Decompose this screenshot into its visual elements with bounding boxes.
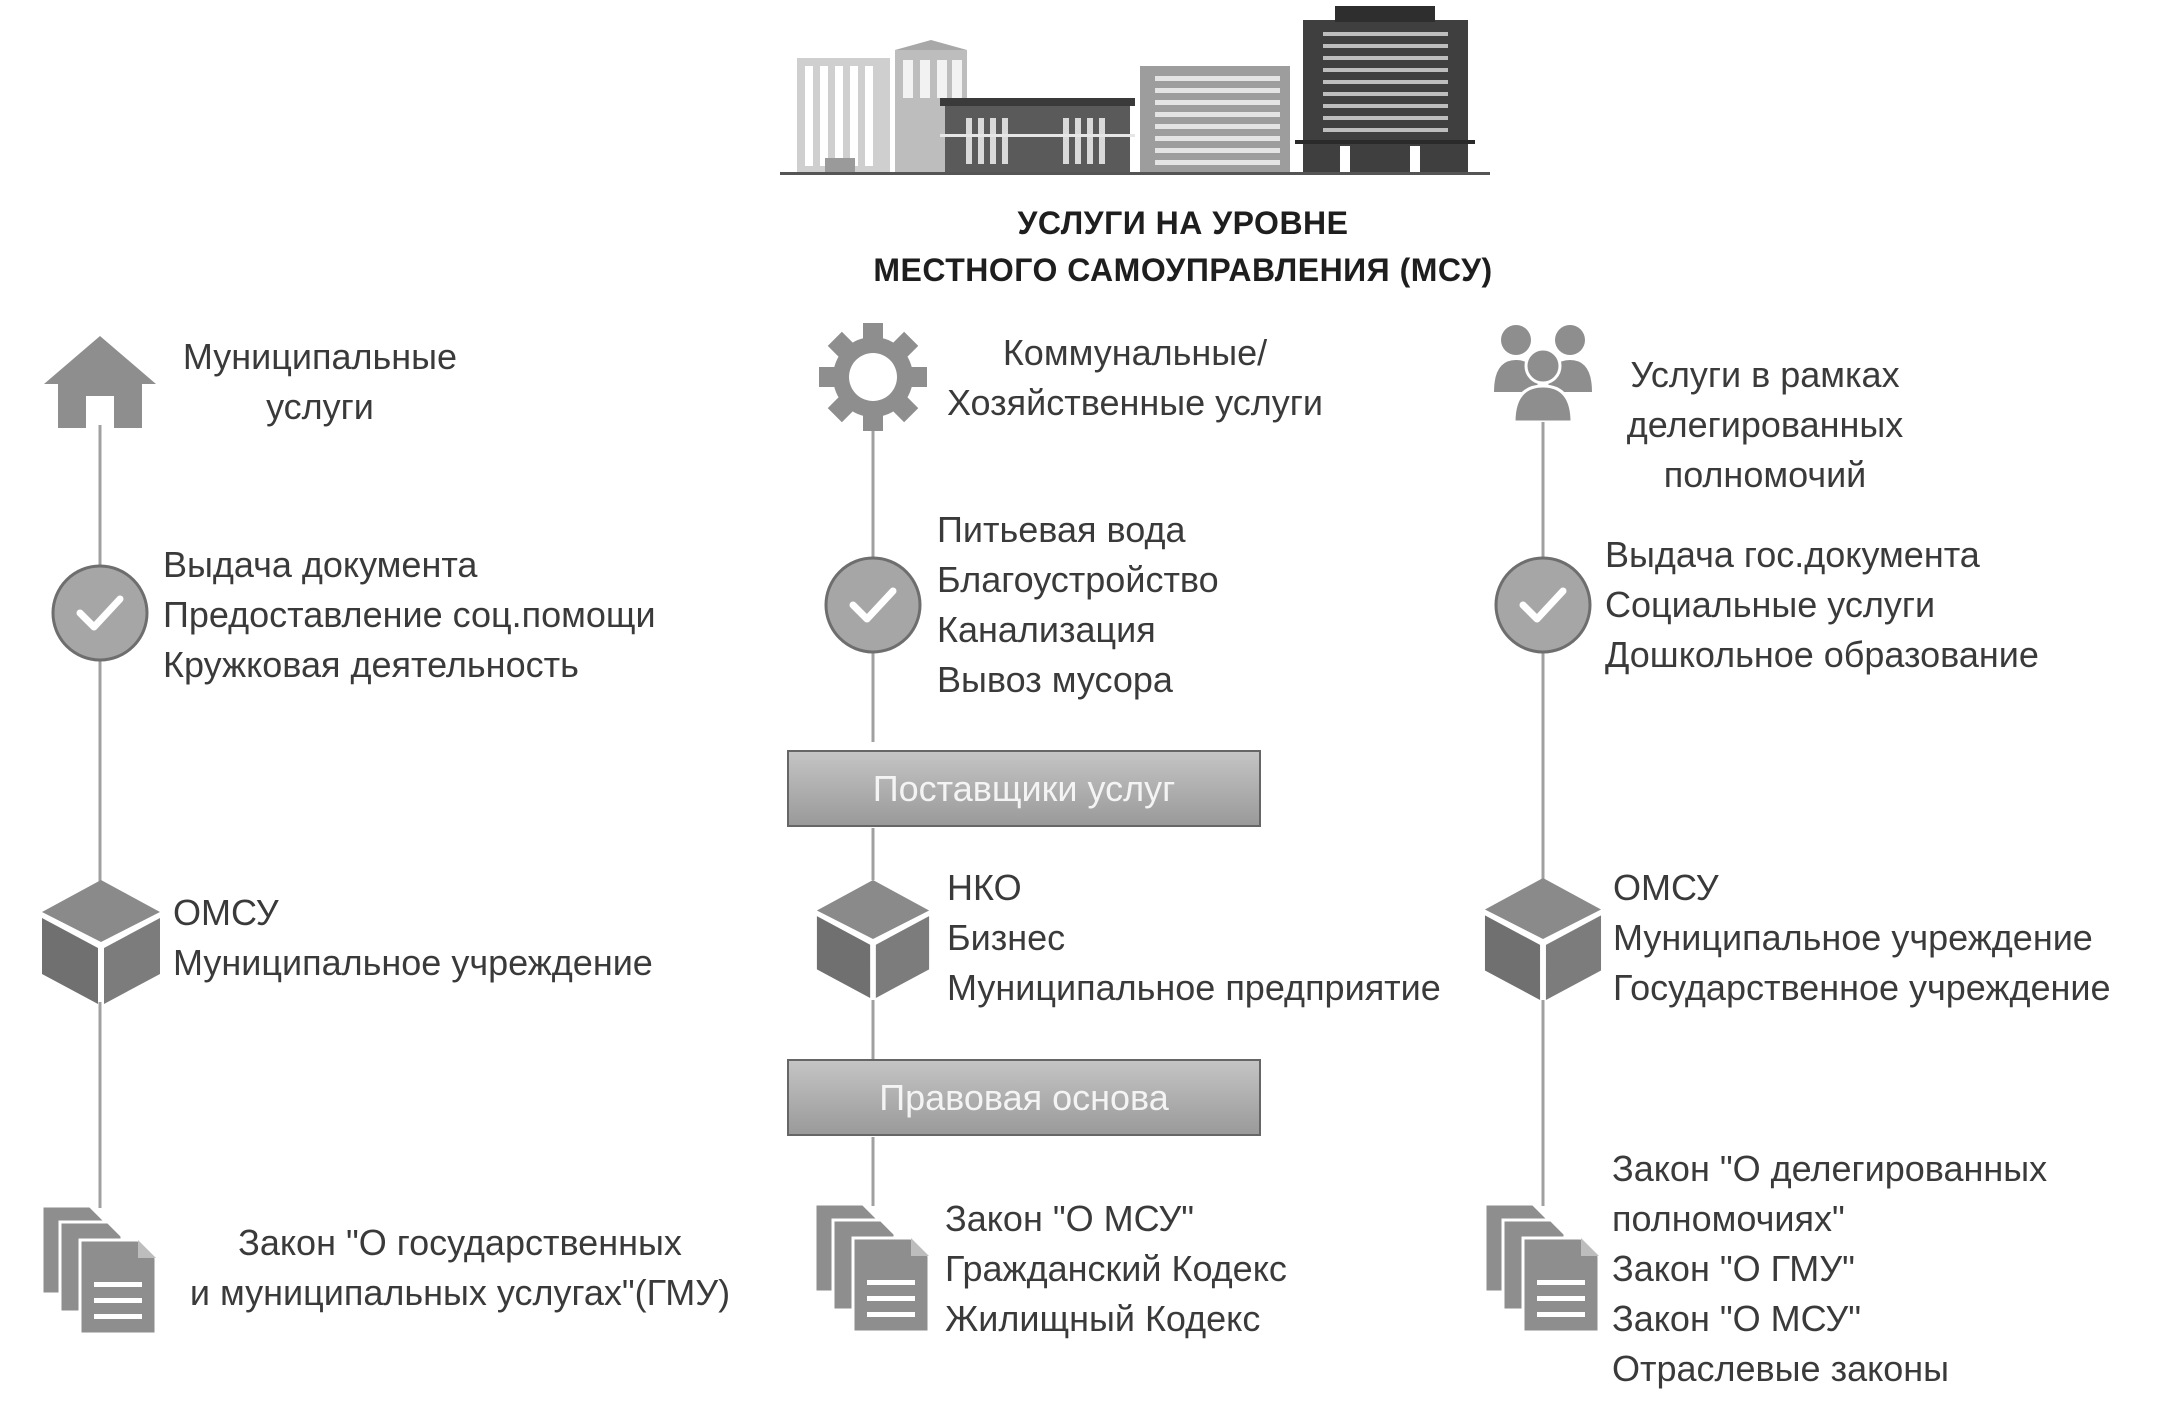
list-item: Государственное учреждение	[1613, 967, 2111, 1008]
providers-band: Поставщики услуг	[787, 750, 1261, 827]
col1-laws: Закон "О государственных и муниципальных…	[165, 1218, 755, 1318]
list-item: Закон "О ГМУ"	[1612, 1248, 1855, 1289]
list-item: ОМСУ	[1613, 867, 1719, 908]
list-item: Выдача гос.документа	[1605, 534, 1980, 575]
title-line-2: МЕСТНОГО САМОУПРАВЛЕНИЯ (МСУ)	[873, 252, 1493, 288]
list-item: Канализация	[937, 609, 1156, 650]
list-item: Муниципальное учреждение	[173, 942, 653, 983]
list-item: Закон "О МСУ"	[1612, 1298, 1862, 1339]
col3-heading: Услуги в рамках делегированных полномочи…	[1626, 354, 1904, 495]
list-item: Предоставление соц.помощи	[163, 594, 656, 635]
list-item: Питьевая вода	[937, 509, 1186, 550]
diagram-title: УСЛУГИ НА УРОВНЕ МЕСТНОГО САМОУПРАВЛЕНИЯ…	[683, 200, 1683, 294]
house-icon	[44, 336, 156, 428]
list-item: Кружковая деятельность	[163, 644, 579, 685]
cube-icon	[1484, 878, 1602, 1000]
documents-icon	[40, 1204, 158, 1336]
list-item: Жилищный Кодекс	[945, 1298, 1261, 1339]
list-item: полномочиях"	[1612, 1198, 1845, 1239]
documents-icon	[813, 1202, 931, 1334]
col3-laws: Закон "О делегированных полномочиях" Зак…	[1612, 1144, 2047, 1394]
list-item: Дошкольное образование	[1605, 634, 2039, 675]
gear-icon	[819, 323, 927, 431]
list-item: Отраслевые законы	[1612, 1348, 1950, 1389]
list-item: Муниципальное учреждение	[1613, 917, 2093, 958]
list-item: Бизнес	[947, 917, 1066, 958]
col3-providers: ОМСУ Муниципальное учреждение Государств…	[1613, 863, 2111, 1013]
list-item: Гражданский Кодекс	[945, 1248, 1287, 1289]
list-item: Социальные услуги	[1605, 584, 1936, 625]
people-group-icon	[1494, 325, 1592, 422]
checkmark-circle-icon	[824, 556, 922, 654]
list-item: Закон "О делегированных	[1612, 1148, 2048, 1189]
col1-heading: Муниципальные услуги	[182, 336, 458, 427]
city-buildings-icon	[780, 6, 1490, 175]
list-item: НКО	[947, 867, 1022, 908]
checkmark-circle-icon	[1494, 556, 1592, 654]
legal-basis-band: Правовая основа	[787, 1059, 1261, 1136]
documents-icon	[1483, 1202, 1601, 1334]
list-item: Выдача документа	[163, 544, 478, 585]
col2-laws: Закон "О МСУ" Гражданский Кодекс Жилищны…	[945, 1194, 1287, 1344]
list-item: и муниципальных услугах"(ГМУ)	[189, 1272, 731, 1313]
list-item: Закон "О государственных	[238, 1222, 682, 1263]
col1-providers: ОМСУ Муниципальное учреждение	[173, 888, 653, 988]
col2-services: Питьевая вода Благоустройство Канализаци…	[937, 505, 1219, 705]
list-item: Муниципальное предприятие	[947, 967, 1441, 1008]
col1-services: Выдача документа Предоставление соц.помо…	[163, 540, 656, 690]
title-line-1: УСЛУГИ НА УРОВНЕ	[1017, 205, 1349, 241]
list-item: Благоустройство	[937, 559, 1219, 600]
cube-icon	[816, 880, 930, 998]
col2-heading: Коммунальные/ Хозяйственные услуги	[946, 332, 1324, 423]
checkmark-circle-icon	[51, 564, 149, 662]
list-item: ОМСУ	[173, 892, 279, 933]
cube-icon	[42, 880, 160, 1004]
col2-providers: НКО Бизнес Муниципальное предприятие	[947, 863, 1441, 1013]
list-item: Вывоз мусора	[937, 659, 1173, 700]
col3-services: Выдача гос.документа Социальные услуги Д…	[1605, 530, 2039, 680]
list-item: Закон "О МСУ"	[945, 1198, 1195, 1239]
